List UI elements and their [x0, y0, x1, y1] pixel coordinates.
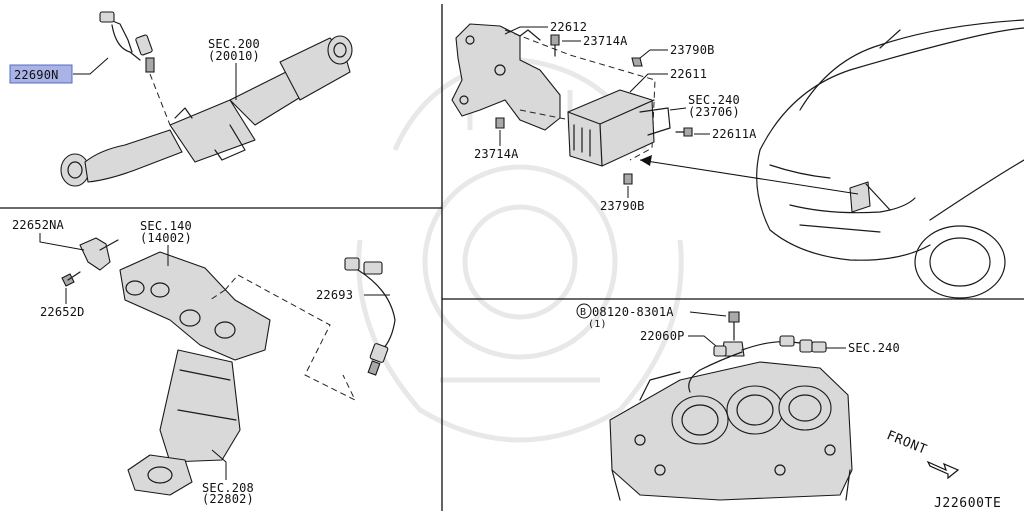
label-sec208-sub: (22802)	[202, 492, 254, 506]
label-22693[interactable]: 22693	[316, 288, 353, 302]
leader-22611	[629, 73, 668, 93]
o2-sensor-22693	[344, 257, 396, 376]
label-22690n[interactable]: 22690N	[14, 68, 59, 82]
label-22612[interactable]: 22612	[550, 20, 587, 34]
vehicle-front-view	[756, 19, 1024, 299]
label-23714a-top[interactable]: 23714A	[583, 34, 628, 48]
leader-bolt-part	[689, 311, 727, 317]
label-sec140[interactable]: SEC.140	[140, 219, 192, 233]
label-front: FRONT	[884, 428, 929, 458]
front-arrow-icon	[926, 460, 960, 480]
bolt-circle-marker	[576, 303, 592, 319]
label-22652d[interactable]: 22652D	[40, 305, 85, 319]
label-sec200-sub: (20010)	[208, 49, 260, 63]
label-23714a-bottom[interactable]: 23714A	[474, 147, 519, 161]
front-direction-marker: FRONT	[884, 428, 929, 458]
leader-22652na	[39, 233, 85, 251]
knock-sensor-assembly	[688, 311, 827, 393]
ecm-location-arrow	[639, 159, 859, 195]
ecm-location-arrowhead	[640, 155, 652, 166]
label-bolt-part[interactable]: 08120-8301A	[592, 305, 674, 319]
leader-22612	[504, 26, 548, 35]
label-23790b-bottom[interactable]: 23790B	[600, 199, 645, 213]
label-sec240[interactable]: SEC.240	[688, 93, 740, 107]
leader-sec208	[211, 449, 227, 480]
label-sec200[interactable]: SEC.200	[208, 37, 260, 51]
label-23790b-top[interactable]: 23790B	[670, 43, 715, 57]
highlight-22690n	[9, 64, 73, 84]
label-sec140-sub: (14002)	[140, 231, 192, 245]
label-sec240-engine[interactable]: SEC.240	[848, 341, 900, 355]
label-22652na[interactable]: 22652NA	[12, 218, 65, 232]
label-bolt-qty: (1)	[588, 319, 607, 330]
exhaust-manifold	[61, 237, 357, 496]
front-exhaust-tube	[60, 11, 353, 187]
label-sec208[interactable]: SEC.208	[202, 481, 254, 495]
leader-23790b-top	[639, 49, 668, 59]
label-22611[interactable]: 22611	[670, 67, 707, 81]
leader-22060p	[688, 335, 717, 347]
engine-block	[609, 361, 853, 501]
leader-22690n	[73, 57, 109, 75]
leader-sec240	[669, 107, 687, 111]
ecm-bracket-assembly	[451, 23, 693, 185]
label-22060p[interactable]: 22060P	[640, 329, 685, 343]
label-22611a[interactable]: 22611A	[712, 127, 757, 141]
label-bolt-circle: B	[580, 307, 586, 318]
label-sec240-sub: (23706)	[688, 105, 740, 119]
diagram-code: J22600TE	[934, 496, 1001, 511]
